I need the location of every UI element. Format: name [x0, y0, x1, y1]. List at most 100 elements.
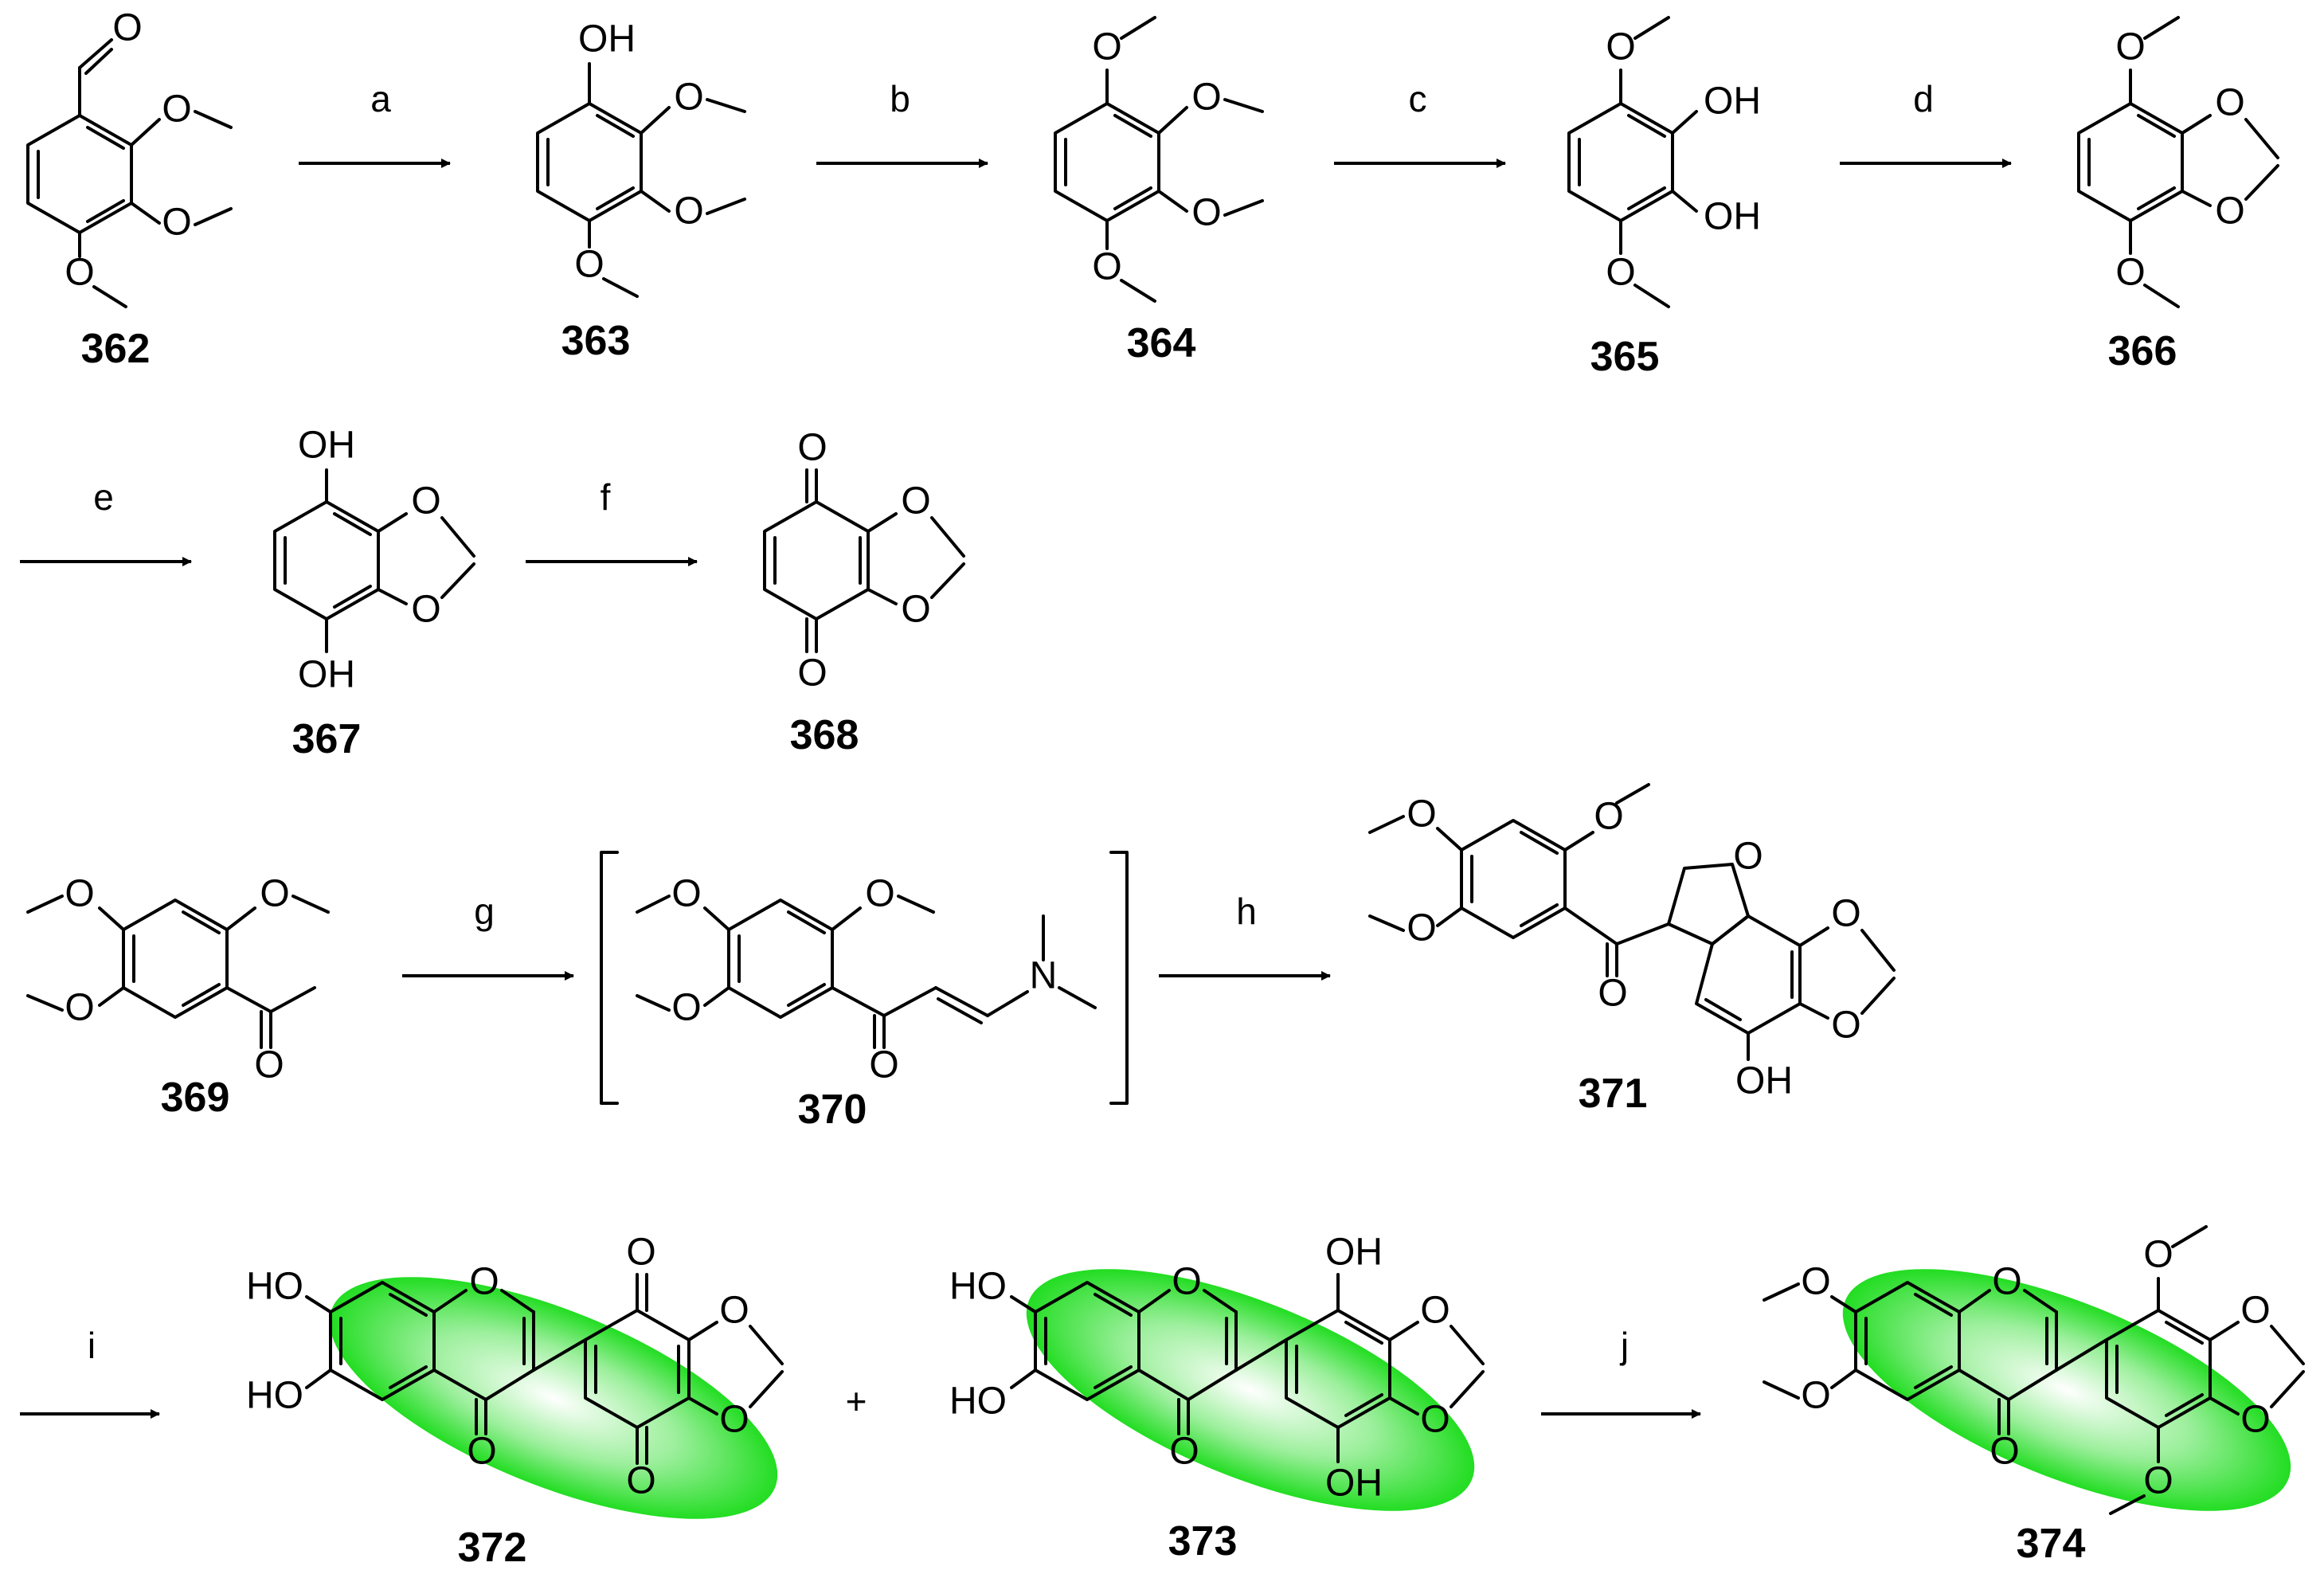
label-362: 362 — [81, 326, 151, 372]
compound-368: O O O O 368 — [763, 427, 965, 758]
label-374: 374 — [2017, 1521, 2086, 1567]
atom-O: O — [1831, 893, 1860, 935]
atom-O: O — [797, 652, 827, 695]
atom-O: O — [674, 76, 703, 119]
label-367: 367 — [292, 716, 362, 762]
compound-373: HO HO O O OH OH O O 373 — [949, 1231, 1485, 1564]
highlight-374 — [1842, 1269, 2291, 1511]
atom-O: O — [2240, 1290, 2270, 1332]
atom-O: O — [65, 987, 94, 1029]
condition-e: e — [93, 476, 114, 518]
plus-sign: + — [846, 1380, 867, 1422]
atom-OH: OH — [1325, 1462, 1383, 1505]
atom-O: O — [1733, 836, 1763, 878]
condition-f: f — [601, 476, 611, 518]
atom-O: O — [1092, 246, 1121, 288]
atom-O: O — [626, 1231, 655, 1274]
atom-O: O — [626, 1460, 655, 1502]
compound-364: O O O O 364 — [1054, 16, 1264, 366]
atom-OH: OH — [1704, 196, 1761, 238]
atom-O: O — [1606, 252, 1635, 294]
atom-O: O — [469, 1261, 499, 1303]
atom-O: O — [1420, 1290, 1450, 1332]
atom-OH: OH — [1704, 80, 1761, 123]
label-370: 370 — [798, 1087, 867, 1133]
atom-O: O — [901, 480, 930, 523]
atom-O: O — [2115, 252, 2145, 294]
label-372: 372 — [458, 1525, 527, 1571]
atom-O: O — [260, 873, 289, 915]
atom-O: O — [162, 202, 191, 244]
label-365: 365 — [1590, 334, 1660, 380]
atom-O: O — [2143, 1234, 2173, 1276]
label-366: 366 — [2108, 328, 2177, 374]
label-373: 373 — [1168, 1518, 1238, 1564]
atom-O: O — [1407, 793, 1436, 836]
compound-365: O OH OH O 365 — [1567, 16, 1761, 380]
atom-O: O — [1420, 1399, 1450, 1441]
atom-O: O — [671, 987, 701, 1029]
condition-h: h — [1236, 891, 1257, 932]
atom-O: O — [1606, 26, 1635, 69]
atom-O: O — [2215, 82, 2244, 124]
atom-O: O — [674, 190, 703, 233]
compound-367: OH O O OH 367 — [273, 425, 475, 762]
compound-366: O O O O 366 — [2077, 16, 2279, 374]
atom-O: O — [719, 1399, 749, 1441]
atom-O: O — [1191, 192, 1221, 234]
atom-O: O — [671, 873, 701, 915]
highlight-372 — [329, 1277, 778, 1519]
atom-O: O — [65, 873, 94, 915]
condition-c: c — [1409, 78, 1427, 119]
atom-HO: HO — [949, 1380, 1007, 1423]
bracket-left — [600, 851, 619, 1105]
atom-OH: OH — [1735, 1060, 1793, 1102]
atom-O: O — [1801, 1261, 1830, 1303]
atom-OH: OH — [578, 18, 636, 61]
label-364: 364 — [1127, 320, 1196, 366]
atom-O: O — [112, 7, 142, 49]
condition-i: i — [88, 1325, 96, 1366]
atom-OH: OH — [298, 654, 355, 696]
atom-O: O — [574, 244, 604, 286]
atom-O: O — [411, 480, 440, 523]
compound-374: O O O O O O O O 374 — [1763, 1225, 2305, 1567]
atom-OH: OH — [1325, 1231, 1383, 1274]
atom-O: O — [1191, 76, 1221, 119]
compound-369: O O O O 369 — [26, 873, 330, 1121]
atom-O: O — [1172, 1261, 1201, 1303]
compound-371: O O O O O O O OH 371 — [1368, 783, 1896, 1117]
atom-O: O — [2215, 190, 2244, 233]
atom-HO: HO — [246, 1375, 303, 1417]
condition-g: g — [474, 891, 495, 932]
atom-O: O — [869, 1044, 898, 1087]
atom-O: O — [1831, 1004, 1860, 1047]
atom-O: O — [865, 873, 894, 915]
compound-370: O O O O N 370 — [636, 873, 1097, 1133]
atom-O: O — [2143, 1460, 2173, 1502]
atom-HO: HO — [246, 1266, 303, 1308]
atom-O: O — [2240, 1399, 2270, 1441]
atom-O: O — [1092, 26, 1121, 69]
label-368: 368 — [790, 712, 859, 758]
atom-O: O — [797, 427, 827, 469]
condition-d: d — [1913, 78, 1934, 119]
atom-OH: OH — [298, 425, 355, 467]
atom-O: O — [411, 589, 440, 631]
atom-O: O — [1801, 1375, 1830, 1417]
atom-O: O — [1992, 1261, 2021, 1303]
atom-HO: HO — [949, 1266, 1007, 1308]
atom-O: O — [254, 1044, 284, 1087]
condition-b: b — [890, 78, 910, 119]
atom-O: O — [719, 1290, 749, 1332]
label-371: 371 — [1579, 1071, 1648, 1117]
compound-372: HO HO O O O O O O 372 — [246, 1231, 784, 1571]
atom-O: O — [1598, 973, 1627, 1015]
compound-363: OH O O O 363 — [536, 18, 746, 364]
atom-O: O — [1169, 1431, 1199, 1473]
atom-O: O — [1989, 1431, 2019, 1473]
label-363: 363 — [561, 318, 631, 364]
atom-O: O — [2115, 26, 2145, 69]
condition-a: a — [370, 78, 391, 119]
